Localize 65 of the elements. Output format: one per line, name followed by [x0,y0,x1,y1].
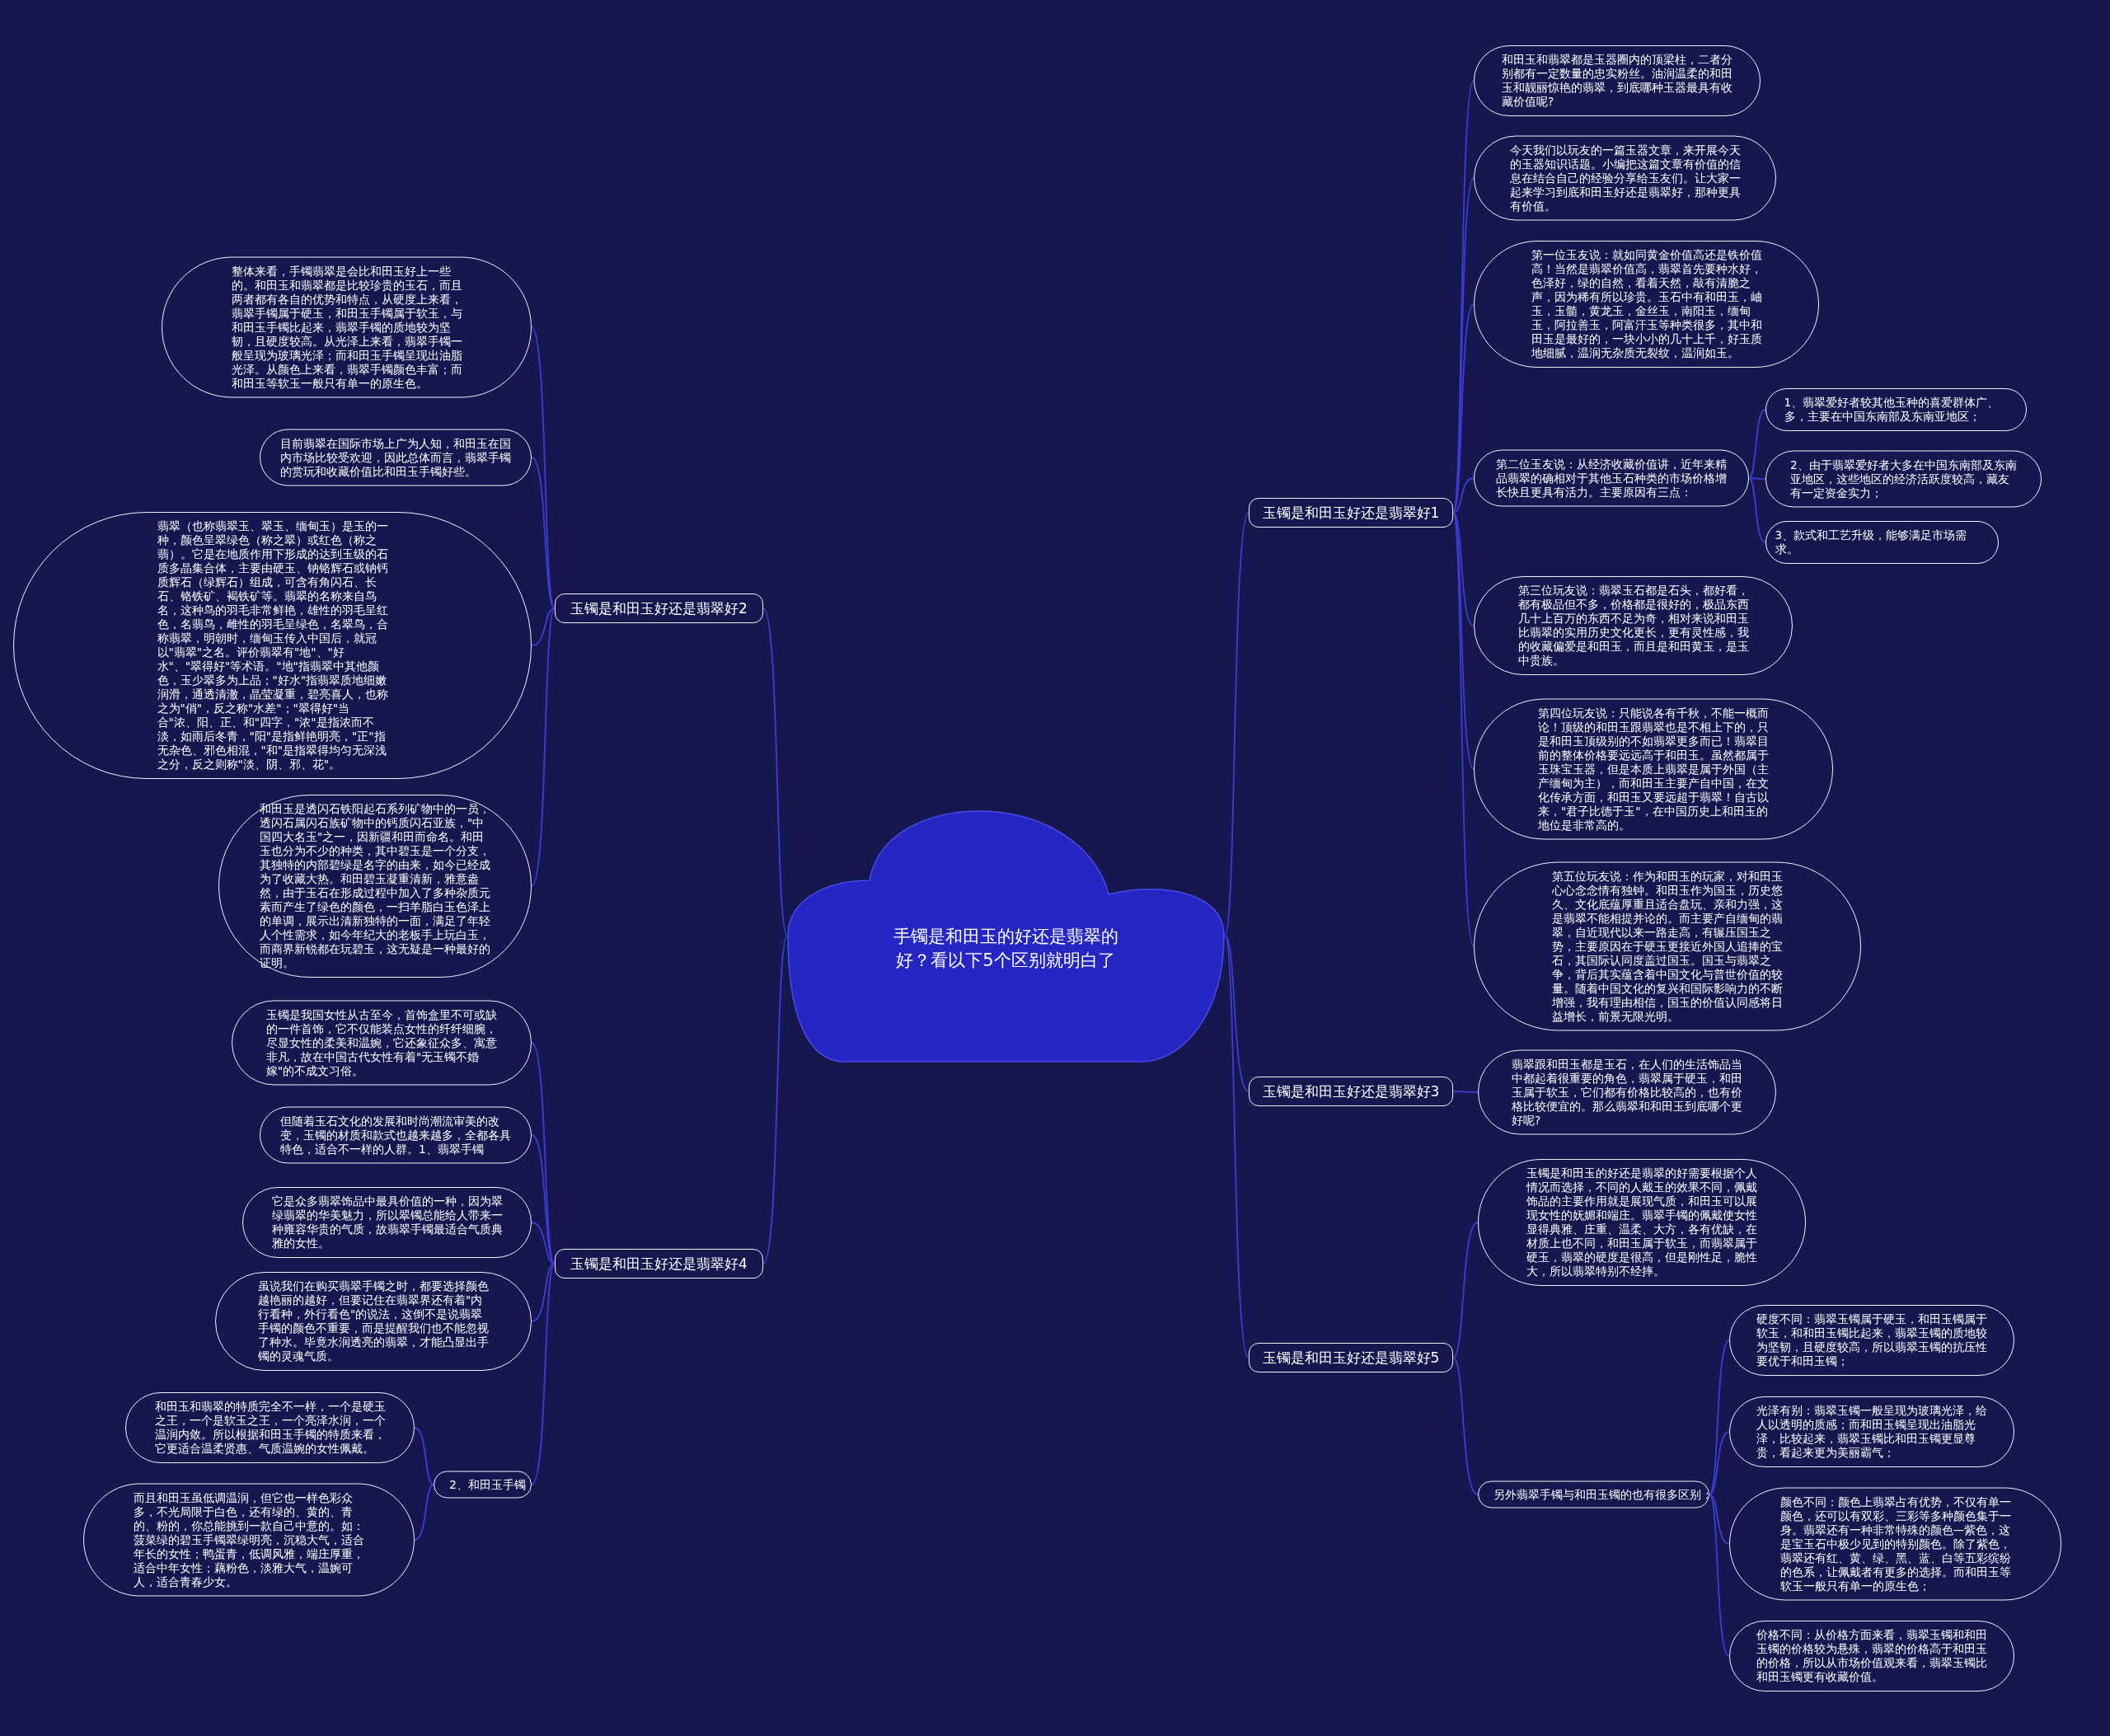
connector-line [531,1042,556,1264]
connector-line [1709,1431,1730,1495]
connector-line [531,1134,556,1264]
connector-line [414,1484,434,1541]
text-bubble: 第二位玉友说：从经济收藏价值讲，近年来精品翡翠的确相对于其他玉石种类的市场价格增长快且更具有活力。主要原因有三点： [1474,449,1749,507]
text-bubble: 另外翡翠手镯与和田玉镯的也有很多区别： [1478,1480,1709,1508]
connector-line [1452,512,1475,947]
connector-line [1709,1494,1730,1545]
text-bubble: 今天我们以玩友的一篇玉器文章，来开展今天的玉器知识话题。小编把这篇文章有价值的信息在结合自己的经验分享给玉友们。让大家一起来学习到底和田玉好还是翡翠好，那种更具有价值。 [1474,135,1776,221]
text-bubble: 但随着玉石文化的发展和时尚潮流审美的改变，玉镯的材质和款式也越来越多，全都各具特色，适合不一样的人群。1、翡翠手镯 [260,1106,532,1164]
text-bubble: 第四位玩友说：只能说各有千秋，不能一概而论！顶级的和田玉跟翡翠也是不相上下的，只是和田玉顶级别的不如翡翠更多而已！翡翠目前的整体价格要远远高于和田玉。虽然都属于玉珠宝玉器，但是本质上翡翠是属于外国（主产缅甸为主），而和田玉主要产自中国，在文化传承方面，和田玉又要远超于翡翠！自古以来，"君子比德于玉"，在中国历史上和田玉的地位是非常高的。 [1474,698,1833,840]
branch-topic: 玉镯是和田玉好还是翡翠好2 [555,594,763,623]
connector-line [531,1222,556,1264]
connector-line [1452,303,1475,514]
connector-line [1224,512,1250,936]
connector-line [1452,1357,1479,1495]
text-bubble: 整体来看，手镯翡翠是会比和田玉好上一些的。和田玉和翡翠都是比较珍贵的玉石，而且两者都有各自的优势和特点，从硬度上来看，翡翠手镯属于硬玉，和田玉手镯属于软玉，与和田玉手镯比起来，翡翠手镯的质地较为坚韧，且硬度较高。从光泽上来看，翡翠手镯一般呈现为玻璃光泽；而和田玉手镯呈现出油脂光泽。从颜色上来看，翡翠手镯颜色丰富；而和田玉等软玉一般只有单一的原生色。 [162,256,532,398]
text-bubble: 1、翡翠爱好者较其他玉种的喜爱群体广、多，主要在中国东南部及东南亚地区； [1765,388,2027,431]
connector-line [531,457,556,609]
text-bubble: 翡翠跟和田玉都是玉石，在人们的生活饰品当中都起着很重要的角色，翡翠属于硬玉，和田玉属于软玉，它们都有价格比较高的，也有价格比较便宜的。那么翡翠和和田玉到底哪个更好呢? [1478,1049,1776,1135]
text-bubble: 目前翡翠在国际市场上广为人知，和田玉在国内市场比较受欢迎，因此总体而言，翡翠手镯的赏玩和收藏价值比和田玉手镯好些。 [260,429,532,486]
connector-line [1452,512,1475,626]
text-bubble: 价格不同：从价格方面来看，翡翠玉镯和和田玉镯的价格较为悬殊，翡翠的价格高于和田玉的价格，所以从市场价值观来看，翡翠玉镯比和田玉镯更有收藏价值。 [1729,1621,2014,1691]
connector-line [414,1427,434,1485]
text-bubble: 3、款式和工艺升级，能够满足市场需求。 [1765,521,1999,564]
text-bubble: 和田玉是透闪石铁阳起石系列矿物中的一员，透闪石属闪石族矿物中的钙质闪石亚族，"中国四大名玉"之一，因新疆和田而命名。和田玉也分为不少的种类，其中碧玉是一个分支，其独特的内部碧绿是名字的由来，如今已经成为了收藏大热。和田碧玉凝重清新，雅意盎然，由于玉石在形成过程中加入了多种杂质元素而产生了绿色的颜色，一扫羊脂白玉色泽上的单调，展示出清新独特的一面，满足了年轻人个性需求，如今年纪大的老板手上玩白玉，而商界新锐都在玩碧玉，这无疑是一种最好的证明。 [218,795,532,978]
connector-line [762,608,788,936]
text-bubble: 颜色不同：颜色上翡翠占有优势，不仅有单一颜色，还可以有双彩、三彩等多种颜色集于一身。翡翠还有一种非常特殊的颜色—紫色，这是宝玉石中极少见到的特别颜色。除了紫色，翡翠还有红、黄、绿、黑、蓝、白等五彩缤纷的色系，让佩戴者有更多的选择。而和田玉等软玉一般只有单一的原生色； [1729,1487,2061,1601]
text-bubble: 和田玉和翡翠的特质完全不一样，一个是硬玉之王，一个是软玉之王，一个亮泽水润，一个温润内敛。所以根据和田玉手镯的特质来看，它更适合温柔贤惠、气质温婉的女性佩戴。 [125,1392,415,1463]
connector-line [531,1263,556,1485]
text-bubble: 第一位玉友说：就如同黄金价值高还是铁价值高！当然是翡翠价值高，翡翠首先要种水好，色泽好，绿的自然，看着天然，敲有清脆之声，因为稀有所以珍贵。玉石中有和田玉，岫玉，玉髓，黄龙玉，金丝玉，南阳玉，缅甸玉，阿拉善玉，阿富汗玉等种类很多，其中和田玉是最好的，一块小小的几十上千，好玉质地细腻，温润无杂质无裂纹，温润如玉。 [1474,241,1819,368]
connector-line [1452,1091,1479,1093]
text-bubble: 玉镯是和田玉的好还是翡翠的好需要根据个人情况而选择，不同的人戴玉的效果不同，佩戴饰品的主要作用就是展现气质，和田玉可以展现女性的妩媚和端庄。翡翠手镯的佩戴使女性显得典雅、庄重、温柔、大方，各有优缺，在材质上也不同，和田玉属于软玉，而翡翠属于硬玉，翡翠的硬度是很高，但是刚性足，脆性大，所以翡翠特别不经摔。 [1478,1159,1806,1286]
connector-line [1709,1340,1730,1495]
text-bubble: 第五位玩友说：作为和田玉的玩家，对和田玉心心念念情有独钟。和田玉作为国玉，历史悠久、文化底蕴厚重且适合盘玩、亲和力强，这是翡翠不能相提并论的。而主要产自缅甸的翡翠，自近现代以来一路走高，有辗压国玉之势，主要原因在于硬玉更接近外国人追捧的宝石，其国际认同度盖过国玉。国玉与翡翠之争，背后其实蕴含着中国文化与普世价值的较量。随着中国文化的复兴和国际影响力的不断增强，我有理由相信，国玉的价值认同感将日益增长，前景无限光明。 [1474,861,1861,1031]
text-bubble: 和田玉和翡翠都是玉器圈内的顶梁柱，二者分别都有一定数量的忠实粉丝。油润温柔的和田玉和靓丽惊艳的翡翠，到底哪种玉器最具有收藏价值呢? [1474,45,1761,116]
connector-line [762,935,788,1264]
connector-line [1748,409,1766,479]
text-bubble: 翡翠（也称翡翠玉、翠玉、缅甸玉）是玉的一种，颜色呈翠绿色（称之翠）或红色（称之翡）。它是在地质作用下形成的达到玉级的石质多晶集合体，主要由硬玉、钠铬辉石或钠钙质辉石（绿辉石）组成，可含有角闪石、长石、铬铁矿、褐铁矿等。翡翠的名称来自鸟名，这种鸟的羽毛非常鲜艳，雄性的羽毛呈红色，名翡鸟，雌性的羽毛呈绿色，名翠鸟，合称翡翠，明朝时，缅甸玉传入中国后，就冠以"翡翠"之名。评价翡翠有"地"、"好水"、"翠得好"等术语。"地"指翡翠中其他颜色，玉少翠多为上品；"好水"指翡翠质地细嫩润滑，通透清澈，晶莹凝重，碧亮喜人，也称之为"俏"，反之称"水差"；"翠得好"当合"浓、阳、正、和"四字，"浓"是指浓而不淡，如雨后冬青，"阳"是指鲜艳明亮，"正"指无杂色、邪色相混，"和"是指翠得均匀无深浅之分，反之则称"淡、阴、邪、花"。 [13,512,532,779]
connector-line [531,326,556,609]
connector-line [531,608,556,887]
branch-topic: 玉镯是和田玉好还是翡翠好3 [1249,1077,1453,1106]
connector-line [531,608,556,646]
branch-topic: 玉镯是和田玉好还是翡翠好4 [555,1249,763,1279]
text-bubble: 它是众多翡翠饰品中最具价值的一种，因为翠绿翡翠的华美魅力，所以翠镯总能给人带来一种雍容华贵的气质，故翡翠手镯最适合气质典雅的女性。 [242,1187,532,1258]
connector-line [1709,1494,1730,1657]
connector-line [1452,477,1475,514]
branch-topic: 玉镯是和田玉好还是翡翠好5 [1249,1343,1453,1372]
connector-line [1224,935,1250,1358]
connector-line [1748,477,1766,480]
text-bubble: 第三位玩友说：翡翠玉石都是石头，都好看，都有极品但不多，价格都是很好的，极品东西几十上百万的东西不足为奇，相对来说和田玉比翡翠的实用历史文化更长，更有灵性感，我的收藏偏爱是和田玉，而且是和田黄玉，是玉中贵族。 [1474,576,1793,675]
connector-line [531,1263,556,1322]
connector-line [1452,1222,1479,1358]
text-bubble: 虽说我们在购买翡翠手镯之时，都要选择颜色越艳丽的越好，但要记住在翡翠界还有着"内行看种，外行看色"的说法，这倒不是说翡翠手镯的颜色不重要，而是提醒我们也不能忽视了种水。毕竟水润透亮的翡翠，才能凸显出手镯的灵魂气质。 [215,1272,532,1371]
text-bubble: 玉镯是我国女性从古至今，首饰盒里不可或缺的一件首饰，它不仅能装点女性的纤纤细腕，尽显女性的柔美和温婉，它还象征众多、寓意非凡，故在中国古代女性有着"无玉镯不婚嫁"的不成文习俗。 [232,1000,532,1086]
text-bubble: 2、由于翡翠爱好者大多在中国东南部及东南亚地区，这些地区的经济活跃度较高，藏友有一定资金实力； [1765,450,2042,508]
text-bubble: 光泽有别：翡翠玉镯一般呈现为玻璃光泽，给人以透明的质感；而和田玉镯呈现出油脂光泽，比较起来，翡翠玉镯比和田玉镯更显尊贵，看起来更为美丽霸气； [1729,1396,2014,1467]
connector-line [1224,935,1250,1092]
cloud-topic: 手镯是和田玉的好还是翡翠的好？看以下5个区别就明白了 [787,808,1225,1063]
text-bubble: 2、和田玉手镯 [434,1471,532,1499]
branch-topic: 玉镯是和田玉好还是翡翠好1 [1249,498,1453,528]
connector-line [1452,512,1475,770]
text-bubble: 而且和田玉虽低调温润，但它也一样色彩众多，不光局限于白色，还有绿的、黄的、青的、粉的，你总能挑到一款自己中意的。如：菠菜绿的碧玉手镯翠绿明亮，沉稳大气，适合年长的女性；鸭蛋青，低调风雅，端庄厚重，适合中年女性；藕粉色，淡雅大气，温婉可人，适合青春少女。 [83,1483,415,1597]
text-bubble: 硬度不同：翡翠玉镯属于硬玉，和田玉镯属于软玉，和和田玉镯比起来，翡翠玉镯的质地较为坚韧，且硬度较高，所以翡翠玉镯的抗压性要优于和田玉镯； [1729,1305,2014,1376]
connector-line [1748,477,1766,543]
